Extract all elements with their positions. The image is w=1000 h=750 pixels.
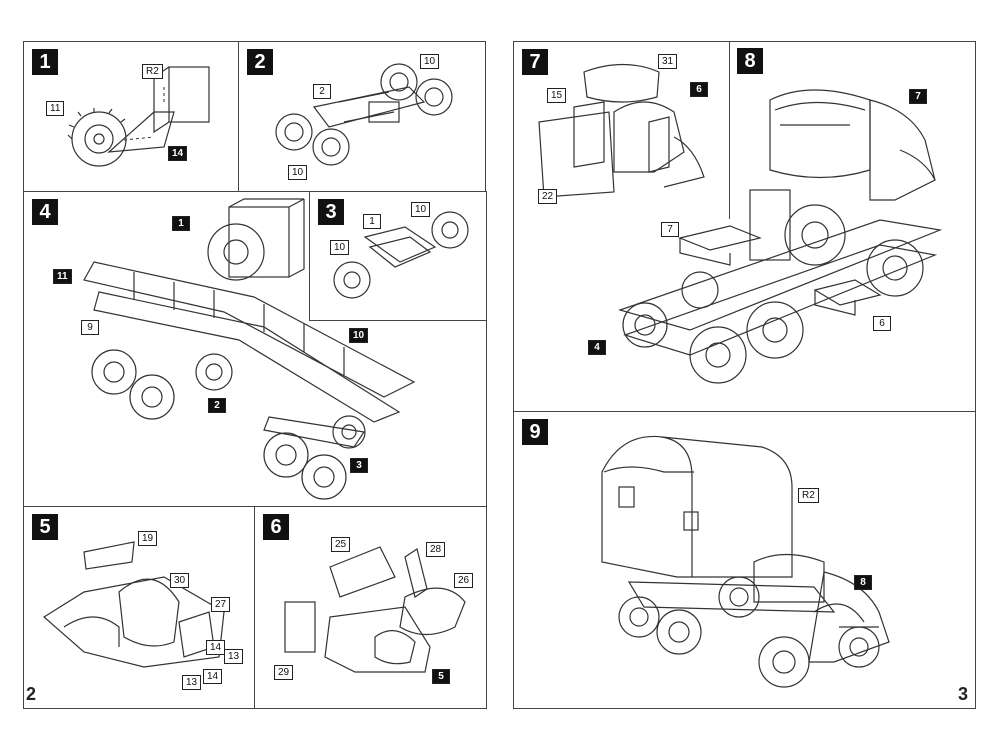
part-label: 22 bbox=[538, 189, 558, 204]
part-label: 1 bbox=[172, 216, 190, 231]
part-label: 7 bbox=[909, 89, 927, 104]
part-label: 10 bbox=[420, 54, 440, 69]
step-number: 1 bbox=[32, 49, 58, 75]
part-label: 10 bbox=[411, 202, 431, 217]
part-label: 10 bbox=[330, 240, 350, 255]
part-label: 1 bbox=[363, 214, 381, 229]
step-3-panel: 3 1 10 10 bbox=[309, 191, 487, 321]
part-label: 30 bbox=[170, 573, 190, 588]
part-label: 5 bbox=[432, 669, 450, 684]
part-label: 2 bbox=[313, 84, 331, 99]
step-9-drawing bbox=[601, 435, 890, 688]
step-number: 3 bbox=[318, 199, 344, 225]
step-5-panel: 5 19 30 27 14 13 13 14 bbox=[23, 506, 255, 709]
step-3-drawing bbox=[333, 211, 469, 299]
step-8-number: 8 bbox=[737, 48, 763, 74]
part-label: 8 bbox=[854, 575, 872, 590]
step-2-drawing bbox=[275, 63, 453, 166]
part-label: R2 bbox=[798, 488, 819, 503]
part-label: 13 bbox=[182, 675, 202, 690]
part-label: 19 bbox=[138, 531, 158, 546]
part-label: 11 bbox=[46, 101, 65, 116]
step-4-drawing bbox=[83, 198, 416, 500]
page-number-right: 3 bbox=[958, 684, 969, 704]
step-9-panel: 9 R2 8 bbox=[513, 411, 976, 709]
part-label: 2 bbox=[208, 398, 226, 413]
part-label: 9 bbox=[81, 320, 99, 335]
step-number: 6 bbox=[263, 514, 289, 540]
part-label: R2 bbox=[142, 64, 163, 79]
part-label: 25 bbox=[331, 537, 351, 552]
part-label: 7 bbox=[661, 222, 679, 237]
part-label: 10 bbox=[288, 165, 308, 180]
step-number: 4 bbox=[32, 199, 58, 225]
part-label: 10 bbox=[349, 328, 369, 343]
step-2-panel: 2 10 2 10 bbox=[238, 41, 486, 192]
step-8-drawing bbox=[618, 89, 943, 384]
part-label: 26 bbox=[454, 573, 474, 588]
step-1-panel: 1 R2 11 14 bbox=[23, 41, 239, 192]
step-6-drawing bbox=[284, 546, 466, 673]
part-label: 6 bbox=[690, 82, 708, 97]
part-label: 14 bbox=[206, 640, 226, 655]
part-label: 15 bbox=[547, 88, 567, 103]
step-7-drawing bbox=[538, 63, 705, 198]
step-number: 2 bbox=[247, 49, 273, 75]
step-6-panel: 6 25 28 26 29 5 bbox=[254, 506, 487, 709]
page-number-left: 2 bbox=[26, 684, 37, 704]
part-label: 6 bbox=[873, 316, 891, 331]
step-1-drawing bbox=[67, 66, 210, 167]
part-label: 27 bbox=[211, 597, 231, 612]
part-label: 28 bbox=[426, 542, 446, 557]
step-7-panel: 7 31 15 6 22 bbox=[513, 41, 730, 220]
part-label: 31 bbox=[658, 54, 678, 69]
step-number: 7 bbox=[522, 49, 548, 75]
part-label: 11 bbox=[53, 269, 72, 284]
step-number: 9 bbox=[522, 419, 548, 445]
part-label: 3 bbox=[350, 458, 368, 473]
part-label: 14 bbox=[203, 669, 223, 684]
part-label: 4 bbox=[588, 340, 606, 355]
part-label: 13 bbox=[224, 649, 244, 664]
step-number: 5 bbox=[32, 514, 58, 540]
part-label: 29 bbox=[274, 665, 294, 680]
part-label: 14 bbox=[168, 146, 188, 161]
